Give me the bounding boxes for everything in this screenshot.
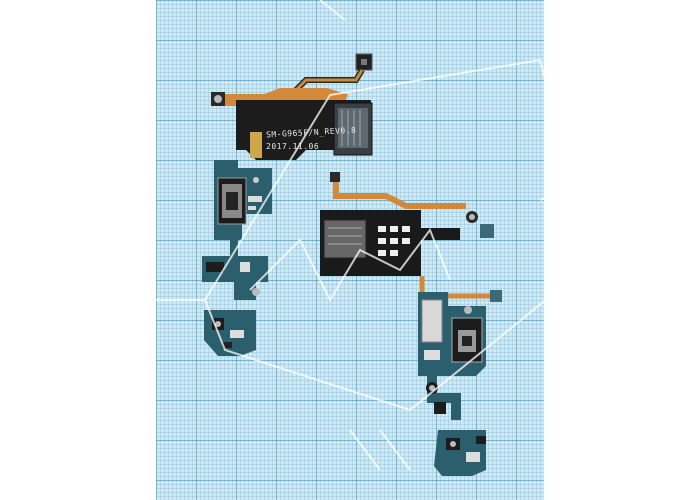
flex-cable-photo: [202, 53, 502, 476]
right-pcb-board: [418, 292, 486, 476]
left-pcb-board: [202, 160, 272, 356]
graph-paper-background: SM-G965F/N_REV0.8 2017.11.06: [156, 0, 544, 500]
watermark-right-circle: [618, 153, 648, 183]
right-flex-assembly: [320, 172, 502, 302]
watermark-left-circle: [53, 285, 83, 315]
date-label: 2017.11.06: [266, 142, 320, 151]
